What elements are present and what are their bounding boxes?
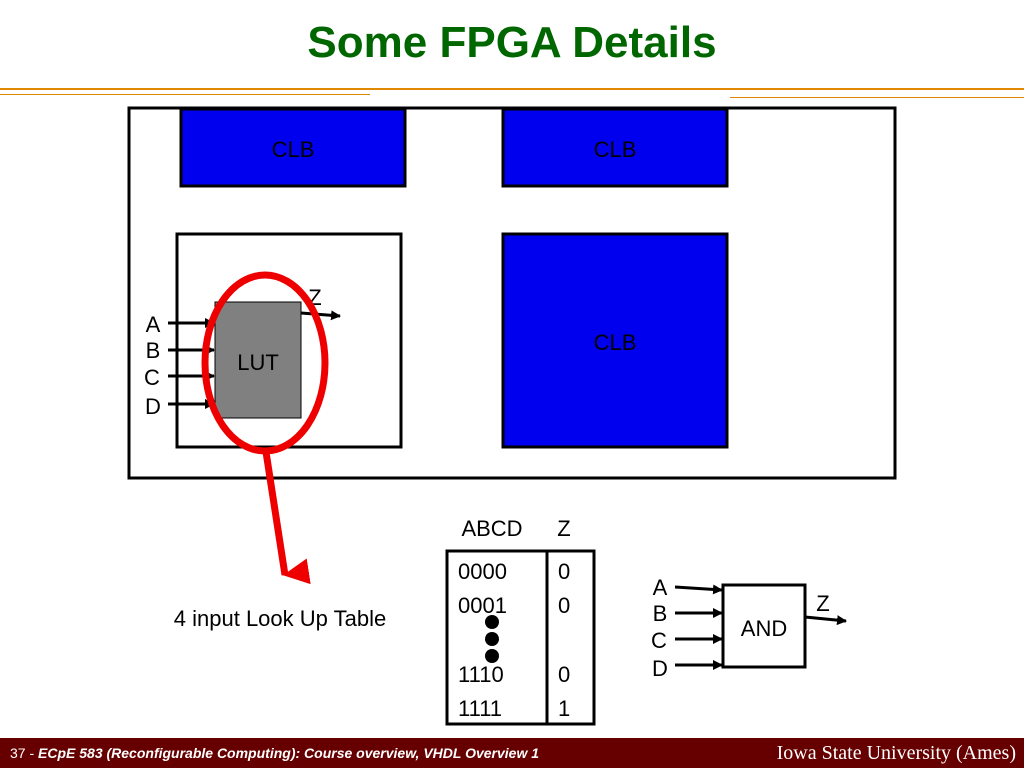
lut-highlight-ellipse [201,271,329,455]
truth-table-row-output: 0 [558,662,570,687]
header-rule-top [0,88,1024,90]
and-output-label: Z [816,591,829,616]
truth-table-box [445,549,596,726]
and-input-a-label: A [653,575,668,600]
clb-block-bottom-right: CLB [501,232,729,449]
header-rule-right [730,97,1024,98]
clb-block-top-right: CLB [501,107,729,188]
truth-table-row-inputs: 1111 [458,696,502,721]
clb-label-top-right: CLB [594,137,637,162]
truth-table-header-output: Z [557,516,570,541]
lut-input-b-label: B [146,338,161,363]
and-gate-block [721,583,807,669]
highlight-arrow [262,451,311,585]
slide-title: Some FPGA Details [307,18,717,67]
and-output-wire [804,615,847,626]
footer-institution: Iowa State University (Ames) [776,742,1016,764]
ellipsis-dot [485,615,499,629]
truth-table-row-inputs: 0001 [458,593,507,618]
and-input-d-label: D [652,656,668,681]
lut-label: LUT [237,350,279,375]
lut-input-d-label: D [145,394,161,419]
truth-table-row-output: 0 [558,559,570,584]
lut-block [214,301,302,419]
ellipsis-dot [485,632,499,646]
and-gate-label: AND [741,616,787,641]
and-input-a-wire [674,584,723,595]
ellipsis-dot [485,649,499,663]
footer-course-title: ECpE 583 (Reconfigurable Computing): Cou… [38,745,540,761]
footer-bar [0,738,1024,768]
header-rule-left [0,94,370,95]
truth-table-header-inputs: ABCD [461,516,522,541]
and-input-b-label: B [653,601,668,626]
truth-table-row-output: 1 [558,696,570,721]
lut-output-wire [300,310,341,321]
clb-block-top-left: CLB [179,107,407,188]
clb-label-bottom-right: CLB [594,330,637,355]
lut-input-c-label: C [144,365,160,390]
clb-label-top-left: CLB [272,137,315,162]
and-input-c-label: C [651,628,667,653]
footer-left: 37 - ECpE 583 (Reconfigurable Computing)… [10,745,539,761]
lut-input-a-label: A [146,312,161,337]
truth-table-row-inputs: 1110 [458,662,504,687]
footer-page-number: 37 - [10,745,35,761]
lut-caption: 4 input Look Up Table [174,606,386,631]
truth-table-row-inputs: 0000 [458,559,507,584]
truth-table-row-output: 0 [558,593,570,618]
